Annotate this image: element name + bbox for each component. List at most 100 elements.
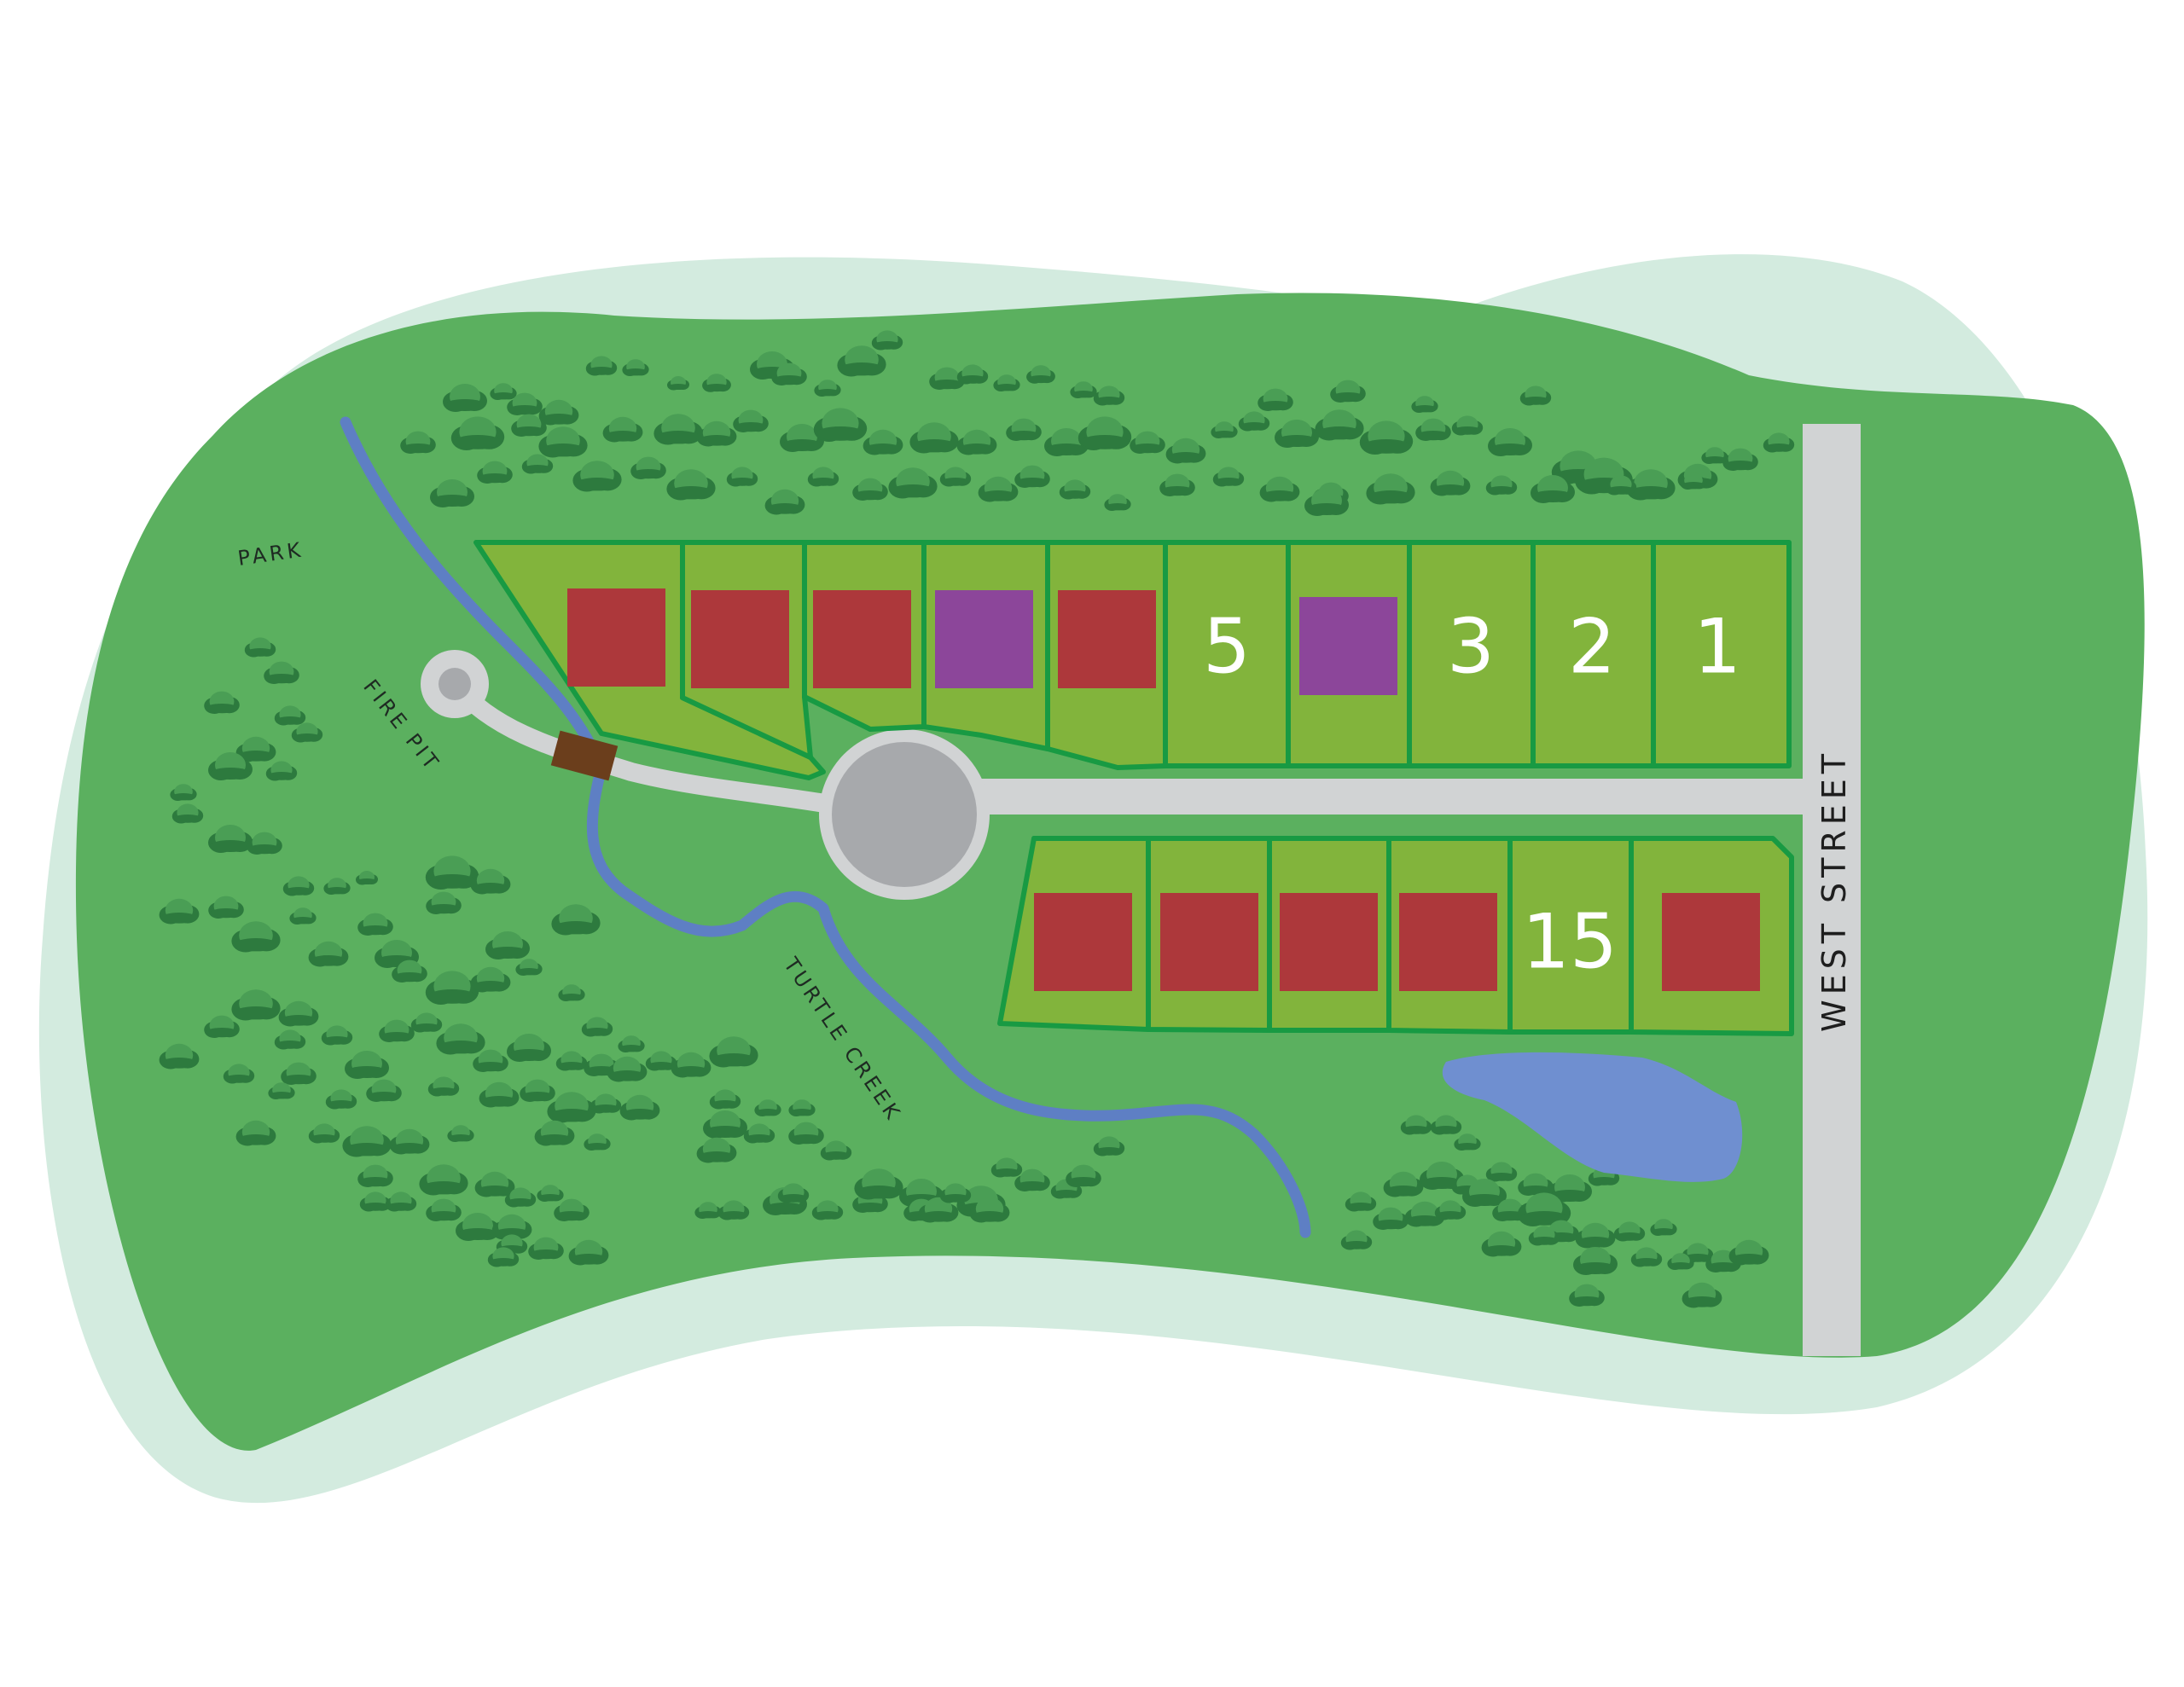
tree-icon bbox=[204, 691, 240, 715]
cul-de-sac-road bbox=[900, 779, 1821, 815]
tree-icon bbox=[1044, 428, 1089, 456]
tree-icon bbox=[918, 1197, 959, 1223]
tree-icon bbox=[813, 408, 868, 442]
tree-icon bbox=[1315, 409, 1364, 441]
tree-icon bbox=[939, 1183, 972, 1203]
tree-icon bbox=[1420, 1162, 1464, 1190]
tree-icon bbox=[470, 868, 511, 895]
tree-icon bbox=[410, 1012, 443, 1033]
tree-icon bbox=[1517, 1192, 1571, 1226]
tree-icon bbox=[379, 1019, 415, 1042]
tree-icon bbox=[929, 367, 965, 390]
tree-icon bbox=[590, 1093, 622, 1114]
tree-icon bbox=[1519, 386, 1552, 406]
tree-icon bbox=[1763, 432, 1795, 453]
tree-icon bbox=[551, 904, 601, 936]
south-lot-5-number: 15 bbox=[1522, 898, 1618, 986]
tree-icon bbox=[1275, 420, 1319, 448]
north-lot-3-sold-marker bbox=[813, 590, 911, 688]
tree-icon bbox=[1462, 1179, 1507, 1207]
tree-icon bbox=[419, 1164, 468, 1196]
tree-icon bbox=[427, 1076, 460, 1097]
tree-icon bbox=[1430, 470, 1471, 496]
tree-icon bbox=[278, 1000, 319, 1027]
tree-icon bbox=[1667, 1253, 1694, 1271]
tree-icon bbox=[264, 661, 299, 685]
tree-icon bbox=[1415, 418, 1451, 441]
tree-icon bbox=[602, 416, 643, 443]
tree-icon bbox=[1481, 1231, 1522, 1257]
tree-icon bbox=[450, 416, 505, 450]
south-lot-6-sold-marker bbox=[1662, 893, 1760, 991]
tree-icon bbox=[852, 478, 888, 501]
tree-icon bbox=[1488, 428, 1532, 456]
tree-icon bbox=[511, 414, 547, 437]
north-lot-4-pending-marker bbox=[935, 590, 1033, 688]
tree-icon bbox=[1330, 380, 1366, 403]
tree-icon bbox=[702, 374, 731, 392]
tree-icon bbox=[909, 422, 959, 454]
tree-icon bbox=[325, 1089, 357, 1110]
tree-icon bbox=[978, 476, 1019, 502]
tree-icon bbox=[1340, 1230, 1373, 1250]
tree-icon bbox=[308, 941, 349, 967]
tree-icon bbox=[1014, 1168, 1050, 1191]
tree-icon bbox=[619, 1094, 660, 1121]
tree-icon bbox=[811, 1200, 844, 1220]
tree-icon bbox=[470, 966, 511, 993]
tree-icon bbox=[555, 1051, 588, 1071]
tree-icon bbox=[1006, 418, 1042, 441]
north-lot-5-sold-marker bbox=[1058, 590, 1156, 688]
tree-icon bbox=[231, 989, 281, 1021]
tree-icon bbox=[479, 1081, 520, 1108]
tree-icon bbox=[473, 1049, 508, 1072]
tree-icon bbox=[1650, 1219, 1677, 1237]
tree-icon bbox=[1613, 1221, 1646, 1242]
tree-icon bbox=[171, 803, 204, 824]
tree-icon bbox=[400, 431, 436, 455]
tree-icon bbox=[231, 921, 281, 953]
tree-icon bbox=[1050, 1179, 1083, 1199]
tree-icon bbox=[208, 825, 253, 853]
south-lot-2-sold-marker bbox=[1160, 893, 1258, 991]
tree-icon bbox=[1014, 465, 1050, 489]
tree-icon bbox=[777, 1183, 810, 1203]
tree-icon bbox=[820, 1140, 852, 1161]
tree-icon bbox=[558, 984, 585, 1002]
north-lot-10[interactable] bbox=[1651, 540, 1792, 768]
tree-icon bbox=[208, 896, 244, 919]
tree-icon bbox=[447, 1125, 474, 1143]
tree-icon bbox=[788, 1099, 816, 1117]
tree-icon bbox=[1373, 1207, 1409, 1230]
tree-icon bbox=[436, 1023, 485, 1055]
fire-pit-path bbox=[445, 675, 850, 815]
tree-icon bbox=[235, 736, 276, 762]
tree-icon bbox=[568, 1239, 609, 1266]
tree-icon bbox=[709, 1036, 758, 1068]
tree-icon bbox=[528, 1237, 564, 1260]
tree-icon bbox=[547, 1092, 596, 1123]
tree-icon bbox=[1728, 1239, 1769, 1266]
tree-icon bbox=[1059, 479, 1091, 500]
tree-icon bbox=[474, 1171, 515, 1197]
tree-icon bbox=[521, 454, 554, 474]
north-lot-9-number: 2 bbox=[1568, 603, 1616, 691]
tree-icon bbox=[1531, 475, 1575, 503]
tree-icon bbox=[645, 1051, 677, 1071]
north-lot-7-pending-marker bbox=[1299, 597, 1397, 695]
tree-icon bbox=[780, 424, 824, 452]
north-lot-6-number: 5 bbox=[1203, 603, 1251, 691]
tree-icon bbox=[1400, 1115, 1432, 1135]
tree-icon bbox=[666, 469, 716, 501]
tree-icon bbox=[282, 876, 315, 896]
tree-icon bbox=[584, 1133, 611, 1151]
west-street-road bbox=[1803, 424, 1861, 1356]
tree-icon bbox=[485, 931, 530, 959]
tree-icon bbox=[1705, 1249, 1741, 1272]
tree-icon bbox=[274, 705, 306, 726]
tree-icon bbox=[1575, 1222, 1616, 1249]
tree-icon bbox=[733, 409, 769, 432]
tree-icon bbox=[538, 399, 579, 426]
tree-icon bbox=[771, 362, 807, 386]
